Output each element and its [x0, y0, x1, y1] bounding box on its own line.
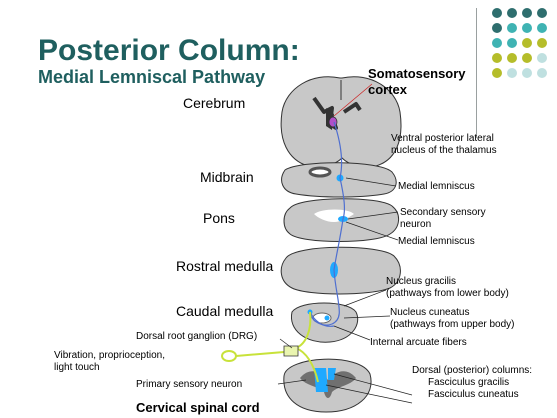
decor-dot — [492, 38, 502, 48]
decor-dot — [537, 68, 547, 78]
label-midbrain: Midbrain — [200, 169, 254, 185]
pons-section — [283, 198, 399, 242]
drg-body — [283, 345, 299, 357]
decor-dot — [522, 23, 532, 33]
label-nucleus-cuneatus: Nucleus cuneatus — [390, 307, 470, 318]
label-somatosensory-cortex: Somatosensory cortex — [368, 66, 466, 97]
decor-dot — [507, 68, 517, 78]
decor-dot — [492, 53, 502, 63]
decor-dot — [492, 68, 502, 78]
label-cervical-spinal-cord: Cervical spinal cord — [136, 400, 260, 415]
label-fasciculus-gracilis: Fasciculus gracilis — [428, 377, 510, 388]
decorative-divider — [476, 8, 477, 138]
label-stimulus: Vibration, proprioception, light touch — [54, 350, 165, 373]
label-medial-lemniscus-2: Medial lemniscus — [398, 236, 475, 247]
decor-dot — [537, 8, 547, 18]
slide-subtitle: Medial Lemniscal Pathway — [38, 67, 266, 87]
label-nucleus-cuneatus-note: (pathways from upper body) — [390, 319, 515, 330]
label-caudal-medulla: Caudal medulla — [176, 303, 274, 319]
label-nucleus-gracilis: Nucleus gracilis — [386, 276, 457, 287]
decor-dot — [522, 8, 532, 18]
decor-dot — [507, 53, 517, 63]
rostral-medulla-section — [280, 246, 401, 295]
decor-dot — [522, 68, 532, 78]
decor-dot — [507, 23, 517, 33]
slide-title: Posterior Column: — [38, 34, 300, 67]
label-nucleus-gracilis-note: (pathways from lower body) — [386, 288, 509, 299]
leader-lines — [277, 83, 413, 404]
decor-dot — [507, 38, 517, 48]
label-secondary-neuron: Secondary sensory neuron — [400, 207, 486, 230]
decor-dot — [537, 38, 547, 48]
decor-dot — [492, 23, 502, 33]
label-internal-arcuate: Internal arcuate fibers — [370, 337, 467, 348]
decor-dot — [492, 8, 502, 18]
label-rostral-medulla: Rostral medulla — [176, 258, 274, 274]
decor-dot — [507, 8, 517, 18]
caudal-medulla-section — [290, 302, 359, 343]
label-cerebrum: Cerebrum — [183, 95, 246, 111]
label-primary-neuron: Primary sensory neuron — [136, 379, 243, 390]
decor-dot — [522, 38, 532, 48]
label-pons: Pons — [203, 210, 235, 226]
label-vpl-nucleus: Ventral posterior lateral nucleus of the… — [391, 133, 497, 156]
label-fasciculus-cuneatus: Fasciculus cuneatus — [428, 389, 519, 400]
decor-dot — [537, 23, 547, 33]
label-medial-lemniscus-1: Medial lemniscus — [398, 181, 475, 192]
decor-dot — [537, 53, 547, 63]
label-drg: Dorsal root ganglion (DRG) — [136, 331, 258, 342]
midbrain-section — [281, 162, 397, 198]
decor-dot — [522, 53, 532, 63]
label-dorsal-columns: Dorsal (posterior) columns: — [412, 365, 533, 376]
decorative-dot-grid — [488, 6, 553, 92]
